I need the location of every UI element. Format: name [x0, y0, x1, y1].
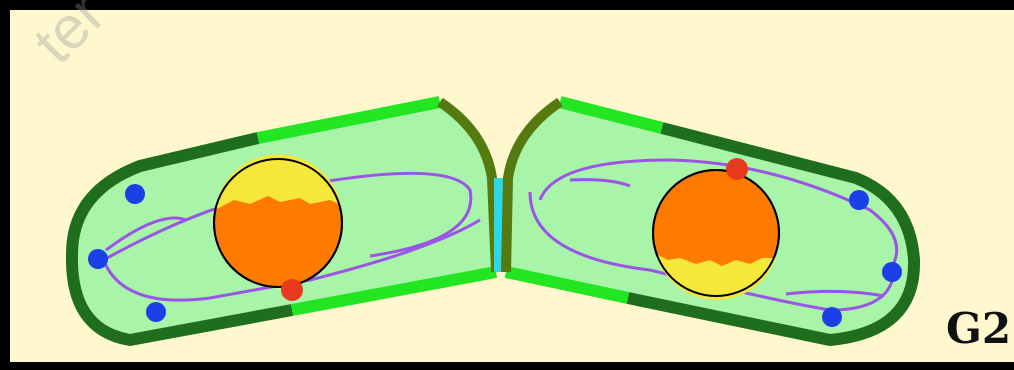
right-cell-cortical-dot	[882, 262, 902, 282]
right-cell	[506, 102, 914, 340]
left-cell-cortical-dot	[146, 302, 166, 322]
left-cell-cortical-dot	[125, 184, 145, 204]
right-cell-cortical-dot	[849, 190, 869, 210]
cell-cycle-phase-label: G2	[946, 308, 1011, 350]
cell-diagram	[10, 10, 1014, 362]
left-cell-spindle-pole-body	[281, 279, 303, 301]
right-cell-spindle-pole-body	[726, 158, 748, 180]
right-cell-cortical-dot	[822, 307, 842, 327]
left-cell-cortical-dot	[88, 249, 108, 269]
diagram-panel: ter G2	[10, 10, 1014, 362]
left-cell	[72, 102, 496, 340]
